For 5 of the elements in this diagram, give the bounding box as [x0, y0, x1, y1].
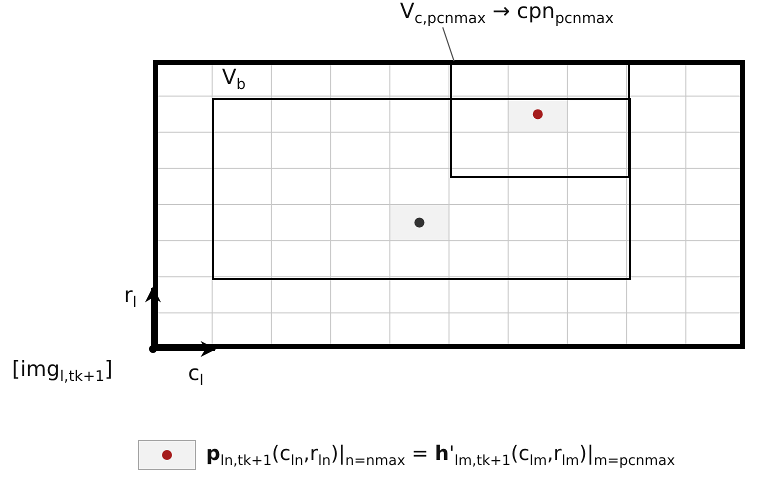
- leader-line: [442, 27, 455, 62]
- axis-label: c$_{l}$: [188, 362, 204, 390]
- image-label: [img$_{l,tk+1}$]: [12, 358, 113, 386]
- region-label: V$_{b}$: [222, 66, 246, 94]
- axis-label: r$_{l}$: [124, 284, 137, 312]
